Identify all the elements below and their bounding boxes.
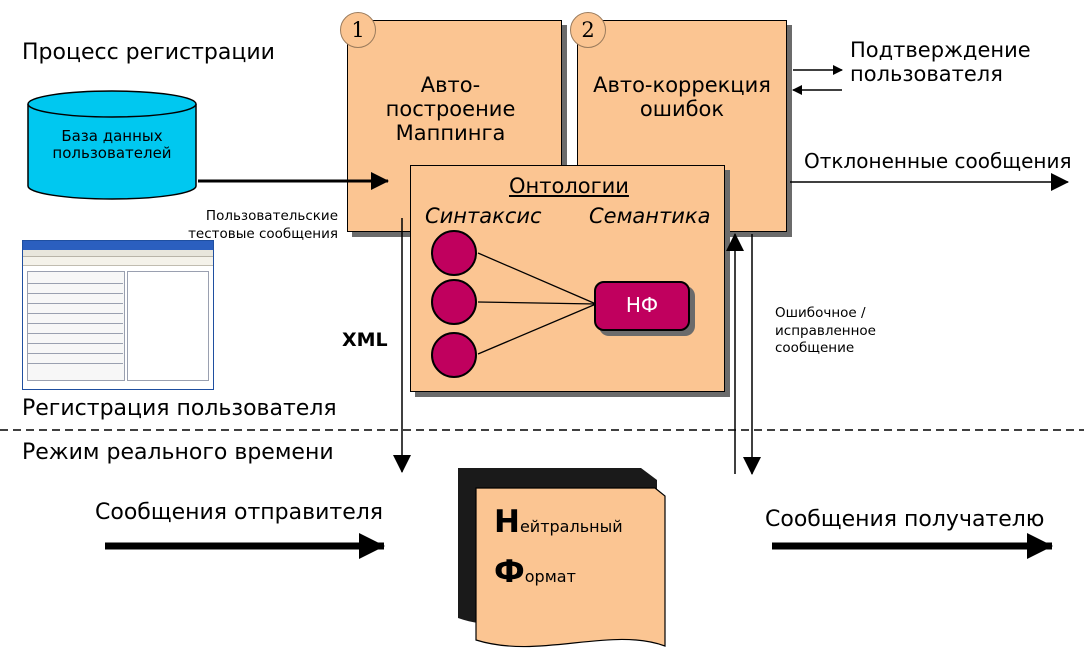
semantics-label: Семантика: [589, 204, 711, 228]
syntax-node: [431, 332, 477, 378]
window-titlebar: [23, 241, 213, 250]
user-registration-label: Регистрация пользователя: [22, 396, 337, 421]
test-messages-label: Пользовательские тестовые сообщения: [188, 208, 338, 242]
connector-line: [477, 301, 597, 305]
neutral-format-line2: Формат: [494, 554, 576, 591]
window-tree: [127, 271, 209, 381]
syntax-label: Синтаксис: [425, 204, 542, 228]
registration-process-label: Процесс регистрации: [22, 40, 275, 65]
window-table: [27, 271, 125, 381]
xml-label: XML: [342, 329, 388, 351]
realtime-mode-label: Режим реального времени: [22, 440, 334, 465]
sender-messages-label: Сообщения отправителя: [95, 500, 384, 525]
neutral-format-document: [458, 468, 666, 648]
format-rest: ормат: [524, 567, 576, 586]
error-message-label: Ошибочное / исправленное сообщение: [775, 305, 876, 357]
syntax-node: [431, 230, 477, 276]
application-window-thumbnail: [22, 240, 214, 390]
step-2-badge: 2: [570, 12, 606, 48]
neutral-initial-letter: Н: [494, 504, 520, 540]
window-menubar: [23, 250, 213, 257]
auto-mapping-title: Авто-построение Маппинга: [385, 73, 516, 146]
user-database-label: База данных пользователей: [52, 127, 172, 163]
database-icon: [27, 90, 197, 200]
step-1-badge: 1: [340, 12, 376, 48]
user-confirmation-label: Подтверждение пользователя: [850, 38, 1031, 87]
connector-line: [477, 252, 597, 305]
format-initial-letter: Ф: [494, 554, 525, 590]
window-toolbar: [23, 257, 213, 266]
neutral-rest: ейтральный: [519, 517, 623, 536]
syntax-node: [431, 279, 477, 325]
rejected-messages-label: Отклоненные сообщения: [804, 149, 1072, 173]
auto-correction-title: Авто-коррекция ошибок: [593, 73, 771, 122]
neutral-format-line1: Нейтральный: [494, 504, 623, 541]
receiver-messages-label: Сообщения получателю: [765, 507, 1045, 532]
connector-line: [477, 303, 597, 355]
nf-node-label: НФ: [625, 293, 659, 317]
nf-node: НФ: [594, 281, 690, 331]
ontology-title: Онтологии: [509, 174, 629, 198]
